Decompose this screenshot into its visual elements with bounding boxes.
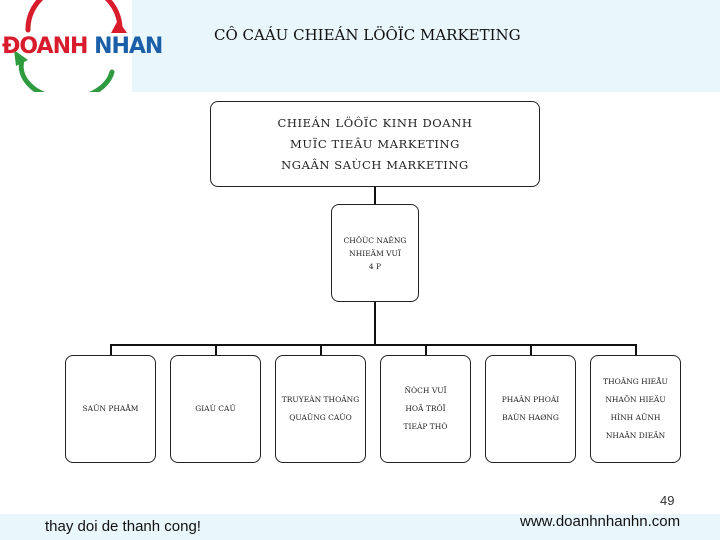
brand-box: THOÂNG HIEÅU NHAÕN HIEÄU HÌNH AÛNH NHAÄN… bbox=[590, 355, 681, 463]
distribution-line: PHAÂN PHOÁI bbox=[501, 395, 560, 404]
communication-box: TRUYEÀN THOÂNG QUAÛNG CAÙO bbox=[275, 355, 366, 463]
brand-line: NHAÕN HIEÄU bbox=[605, 395, 666, 404]
connector-line bbox=[110, 344, 112, 355]
price-box: GIAÙ CAÛ bbox=[170, 355, 261, 463]
service-box: ÑÒCH VUÏ HOÃ TRÔÏ TIEÁP THÒ bbox=[380, 355, 471, 463]
connector-line bbox=[320, 344, 322, 355]
connector-line bbox=[374, 302, 376, 345]
service-line: HOÃ TRÔÏ bbox=[405, 404, 446, 413]
connector-line bbox=[110, 344, 636, 346]
logo-text: ÐOANH NHAN bbox=[2, 34, 163, 59]
logo-arc-icon bbox=[14, 0, 127, 92]
footer-website: www.doanhnhanhn.com bbox=[520, 513, 681, 530]
function-line: CHÖÙC NAÊNG bbox=[343, 235, 407, 245]
function-line: 4 P bbox=[368, 261, 382, 271]
service-line: TIEÁP THÒ bbox=[403, 422, 448, 431]
communication-line: TRUYEÀN THOÂNG bbox=[281, 395, 360, 404]
logo-text-part1: ÐOANH bbox=[2, 34, 88, 59]
page-number: 49 bbox=[660, 493, 675, 508]
strategy-line: MUÏC TIEÂU MARKETING bbox=[290, 136, 460, 151]
strategy-box: CHIEÁN LÖÔÏC KINH DOANH MUÏC TIEÂU MARKE… bbox=[210, 101, 540, 187]
distribution-box: PHAÂN PHOÁI BAÙN HAØNG bbox=[485, 355, 576, 463]
footer-slogan: thay doi de thanh cong! bbox=[45, 518, 201, 535]
logo: ÐOANH NHAN bbox=[0, 0, 163, 92]
brand-line: HÌNH AÛNH bbox=[610, 413, 661, 422]
connector-line bbox=[425, 344, 427, 355]
connector-line bbox=[635, 344, 637, 355]
function-line: NHIEÄM VUÏ bbox=[349, 248, 401, 258]
function-box: CHÖÙC NAÊNG NHIEÄM VUÏ 4 P bbox=[331, 204, 419, 302]
brand-line: THOÂNG HIEÅU bbox=[603, 377, 668, 386]
distribution-line: BAÙN HAØNG bbox=[502, 413, 559, 422]
page-title: CÔ CAÁU CHIEÁN LÖÔÏC MARKETING bbox=[214, 26, 521, 44]
connector-line bbox=[530, 344, 532, 355]
communication-line: QUAÛNG CAÙO bbox=[289, 413, 352, 422]
logo-text-part2: NHAN bbox=[94, 34, 163, 59]
strategy-line: NGAÂN SAÙCH MARKETING bbox=[281, 157, 469, 172]
brand-line: NHAÄN DIEÄN bbox=[605, 431, 666, 440]
footer-bar bbox=[0, 514, 720, 540]
price-label: GIAÙ CAÛ bbox=[195, 404, 236, 413]
product-box: SAÛN PHAÅM bbox=[65, 355, 156, 463]
service-line: ÑÒCH VUÏ bbox=[404, 386, 447, 395]
strategy-line: CHIEÁN LÖÔÏC KINH DOANH bbox=[277, 115, 473, 130]
product-label: SAÛN PHAÅM bbox=[82, 404, 139, 413]
connector-line bbox=[215, 344, 217, 355]
connector-line bbox=[374, 187, 376, 204]
